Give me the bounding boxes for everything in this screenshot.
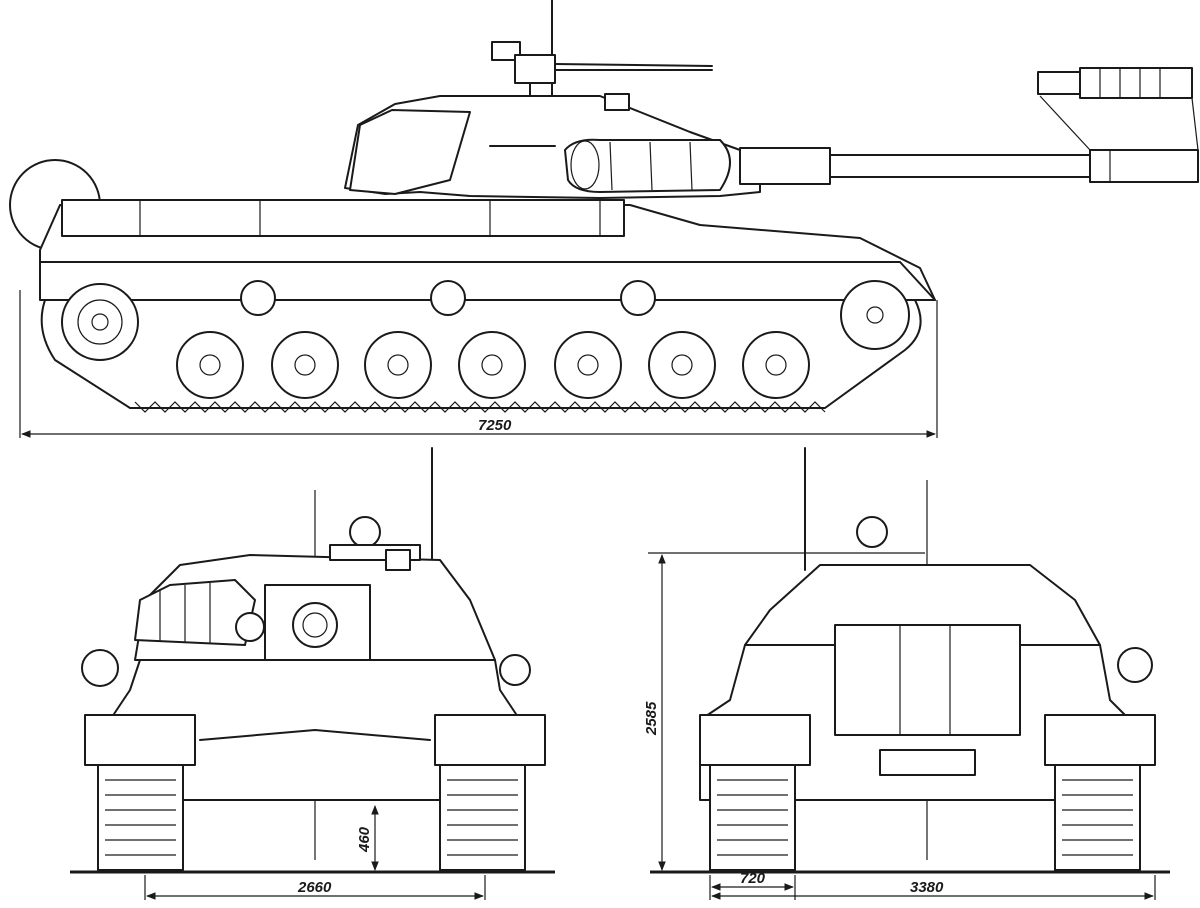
track-right [1054,764,1141,871]
main-gun [739,147,1199,185]
dimension-overall-width: 3380 [711,875,1156,900]
mantlet-cover [564,138,731,193]
exhaust-grille [879,749,976,776]
fender-left [84,714,196,766]
overall-width-label: 3380 [910,879,944,896]
dimension-track-gauge: 2660 [144,875,486,900]
fender-left [699,714,811,766]
commander-cupola [349,109,471,195]
drive-sprocket [61,283,139,361]
rear-view: 2585 720 3380 [643,447,1170,900]
unditching-log [61,199,625,237]
track-gauge-label: 2660 [297,879,332,896]
return-rollers [240,280,656,316]
dimension-height: 2585 [643,552,925,871]
dimension-ground-clearance: 460 [356,805,379,871]
idler-wheel [840,280,910,350]
hull-length-label: 7250 [478,417,512,434]
rear-log [834,624,1021,736]
turret-machine-gun [491,41,713,101]
dimension-track-width: 720 [709,870,796,900]
cupola [856,516,888,548]
road-wheels [176,331,810,399]
fender-right [1044,714,1156,766]
spotlight [1117,647,1153,683]
mantlet-cover [134,579,256,646]
track-width-label: 720 [740,870,766,887]
headlight [235,612,265,642]
periscope [385,549,411,571]
side-view: 7250 [9,0,1199,438]
cupola [349,516,381,548]
track-left [97,764,184,871]
front-view: 460 2660 [70,447,555,900]
spotlight-left [81,649,119,687]
fender-right [434,714,546,766]
spotlight-right [499,654,531,686]
muzzle-brake-detail [1037,67,1199,151]
periscope [604,93,630,111]
gun-muzzle [292,602,338,648]
track-left [709,764,796,871]
track-right [439,764,526,871]
dimension-hull-length: 7250 [19,290,938,438]
height-label: 2585 [643,701,660,736]
ground-clearance-label: 460 [356,826,373,853]
